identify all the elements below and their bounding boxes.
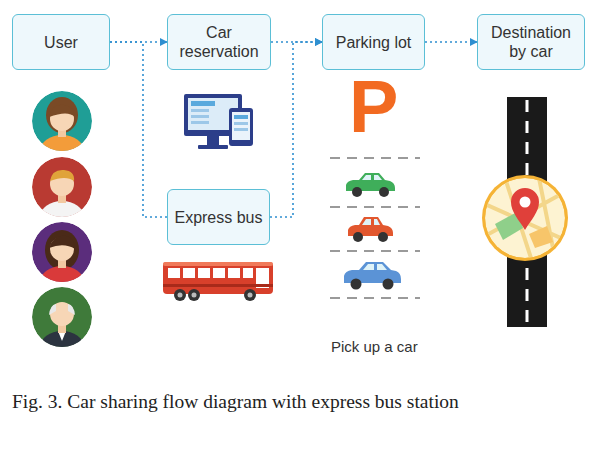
process-box: Express bus [167, 189, 270, 245]
box-text: Parking lot [336, 33, 412, 52]
map-pin-icon [482, 175, 568, 261]
car-icon [348, 217, 393, 242]
box-text: Express bus [174, 208, 262, 227]
parking-sign: P [349, 70, 398, 144]
process-box: Parking lot [322, 14, 425, 70]
bus-icon [163, 262, 273, 301]
flow-arrow [270, 42, 322, 217]
figure-caption: Fig. 3. Car sharing flow diagram with ex… [12, 389, 572, 414]
car-icon [344, 262, 401, 290]
process-box: User [12, 14, 110, 70]
process-box: Destination by car [477, 14, 585, 70]
note-label: Pick up a car [331, 338, 418, 356]
car-icon [346, 173, 395, 197]
parking-line [330, 158, 420, 298]
process-box: Car reservation [167, 14, 271, 70]
user-avatar [32, 222, 92, 298]
flow-arrow [110, 41, 167, 43]
flow-arrow [110, 42, 167, 217]
box-text: Destination by car [485, 23, 577, 61]
user-avatar [32, 287, 92, 363]
box-text: User [44, 33, 78, 52]
flow-arrow [425, 41, 477, 43]
user-avatar [32, 157, 92, 233]
box-text: Car reservation [173, 23, 265, 61]
user-avatar [32, 91, 92, 167]
computer-icon [184, 94, 253, 149]
